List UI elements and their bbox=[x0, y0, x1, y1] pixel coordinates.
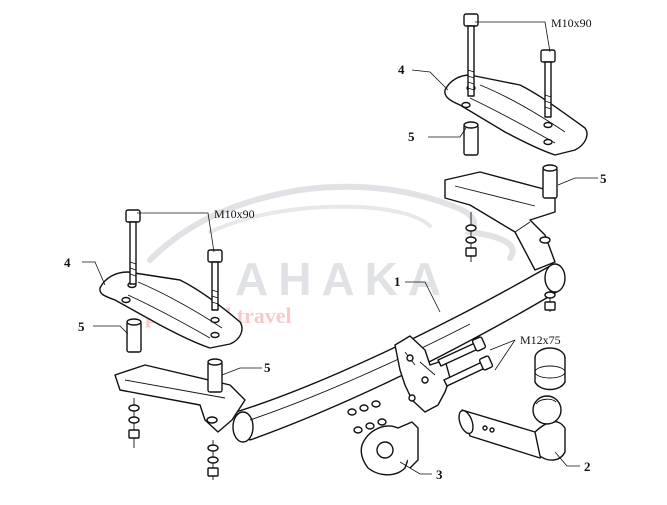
part-label-3: 3 bbox=[436, 467, 443, 482]
part-label-2: 2 bbox=[584, 459, 591, 474]
right-bolt-a bbox=[463, 13, 479, 97]
part-label-4-right: 4 bbox=[398, 62, 405, 77]
left-bolt-b bbox=[207, 249, 223, 311]
bolt-label-top-right: M10x90 bbox=[551, 16, 592, 30]
right-bolt-b bbox=[540, 49, 556, 118]
right-nuts-a bbox=[465, 212, 477, 262]
text-labels: M10x90 M10x90 M12x75 4 5 5 4 5 5 1 3 2 bbox=[64, 16, 607, 482]
bracket-nuts bbox=[347, 400, 387, 434]
center-tow-bracket bbox=[394, 335, 451, 413]
left-spacer-b bbox=[207, 358, 223, 393]
ball-bolts bbox=[437, 336, 494, 387]
ball-cover bbox=[534, 347, 566, 391]
right-mount-bracket bbox=[444, 171, 556, 271]
left-bolt-a bbox=[125, 209, 141, 285]
right-nuts-b bbox=[544, 290, 556, 312]
left-nuts-a bbox=[128, 398, 140, 448]
right-spacer-a bbox=[463, 121, 479, 156]
part-label-5-left-a: 5 bbox=[78, 319, 85, 334]
part-label-5-left-b: 5 bbox=[264, 360, 271, 375]
left-spacer-a bbox=[126, 318, 142, 353]
right-spacer-b bbox=[542, 164, 558, 199]
left-nuts-b bbox=[207, 440, 219, 480]
watermark-brand: AHAKA bbox=[235, 253, 451, 305]
bolt-label-ball: M12x75 bbox=[520, 333, 561, 347]
watermark-car-roof bbox=[208, 204, 432, 234]
bolt-label-top-left: M10x90 bbox=[214, 207, 255, 221]
ball-hitch bbox=[458, 395, 566, 461]
watermark-car-outline bbox=[147, 183, 516, 263]
part-label-5-right-b: 5 bbox=[600, 171, 607, 186]
socket-plate bbox=[360, 421, 419, 476]
part-label-5-right-a: 5 bbox=[408, 129, 415, 144]
part-label-4-left: 4 bbox=[64, 255, 71, 270]
part-label-1: 1 bbox=[394, 274, 401, 289]
leader-lines bbox=[82, 21, 598, 475]
left-plate bbox=[99, 271, 243, 349]
